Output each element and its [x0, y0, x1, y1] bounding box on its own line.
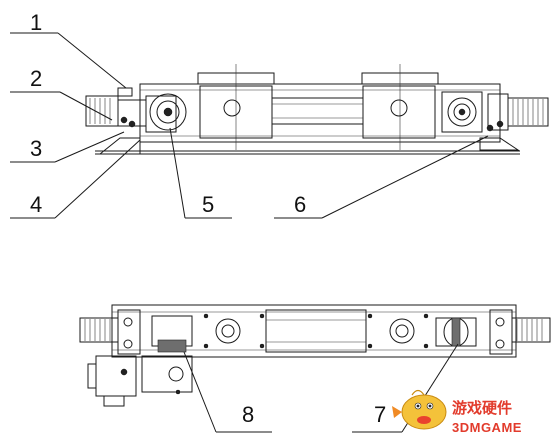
- mascot-chick-icon: [392, 389, 447, 430]
- callout-8: 8: [242, 402, 254, 427]
- callout-6: 6: [294, 192, 306, 217]
- callout-1: 1: [30, 10, 42, 35]
- callout-labels: 1 2 3 4 5 6 7 8: [30, 10, 386, 427]
- side-elevation-view: [85, 64, 549, 155]
- watermark: 游戏硬件 3DMGAME: [392, 389, 522, 435]
- leader-lines: [10, 32, 489, 433]
- callout-4: 4: [30, 192, 42, 217]
- watermark-en-text: 3DMGAME: [452, 420, 522, 435]
- watermark-cn-text: 游戏硬件: [452, 399, 512, 417]
- callout-3: 3: [30, 136, 42, 161]
- callout-2: 2: [30, 66, 42, 91]
- callout-7: 7: [374, 402, 386, 427]
- plan-view: [79, 304, 551, 407]
- callout-5: 5: [202, 192, 214, 217]
